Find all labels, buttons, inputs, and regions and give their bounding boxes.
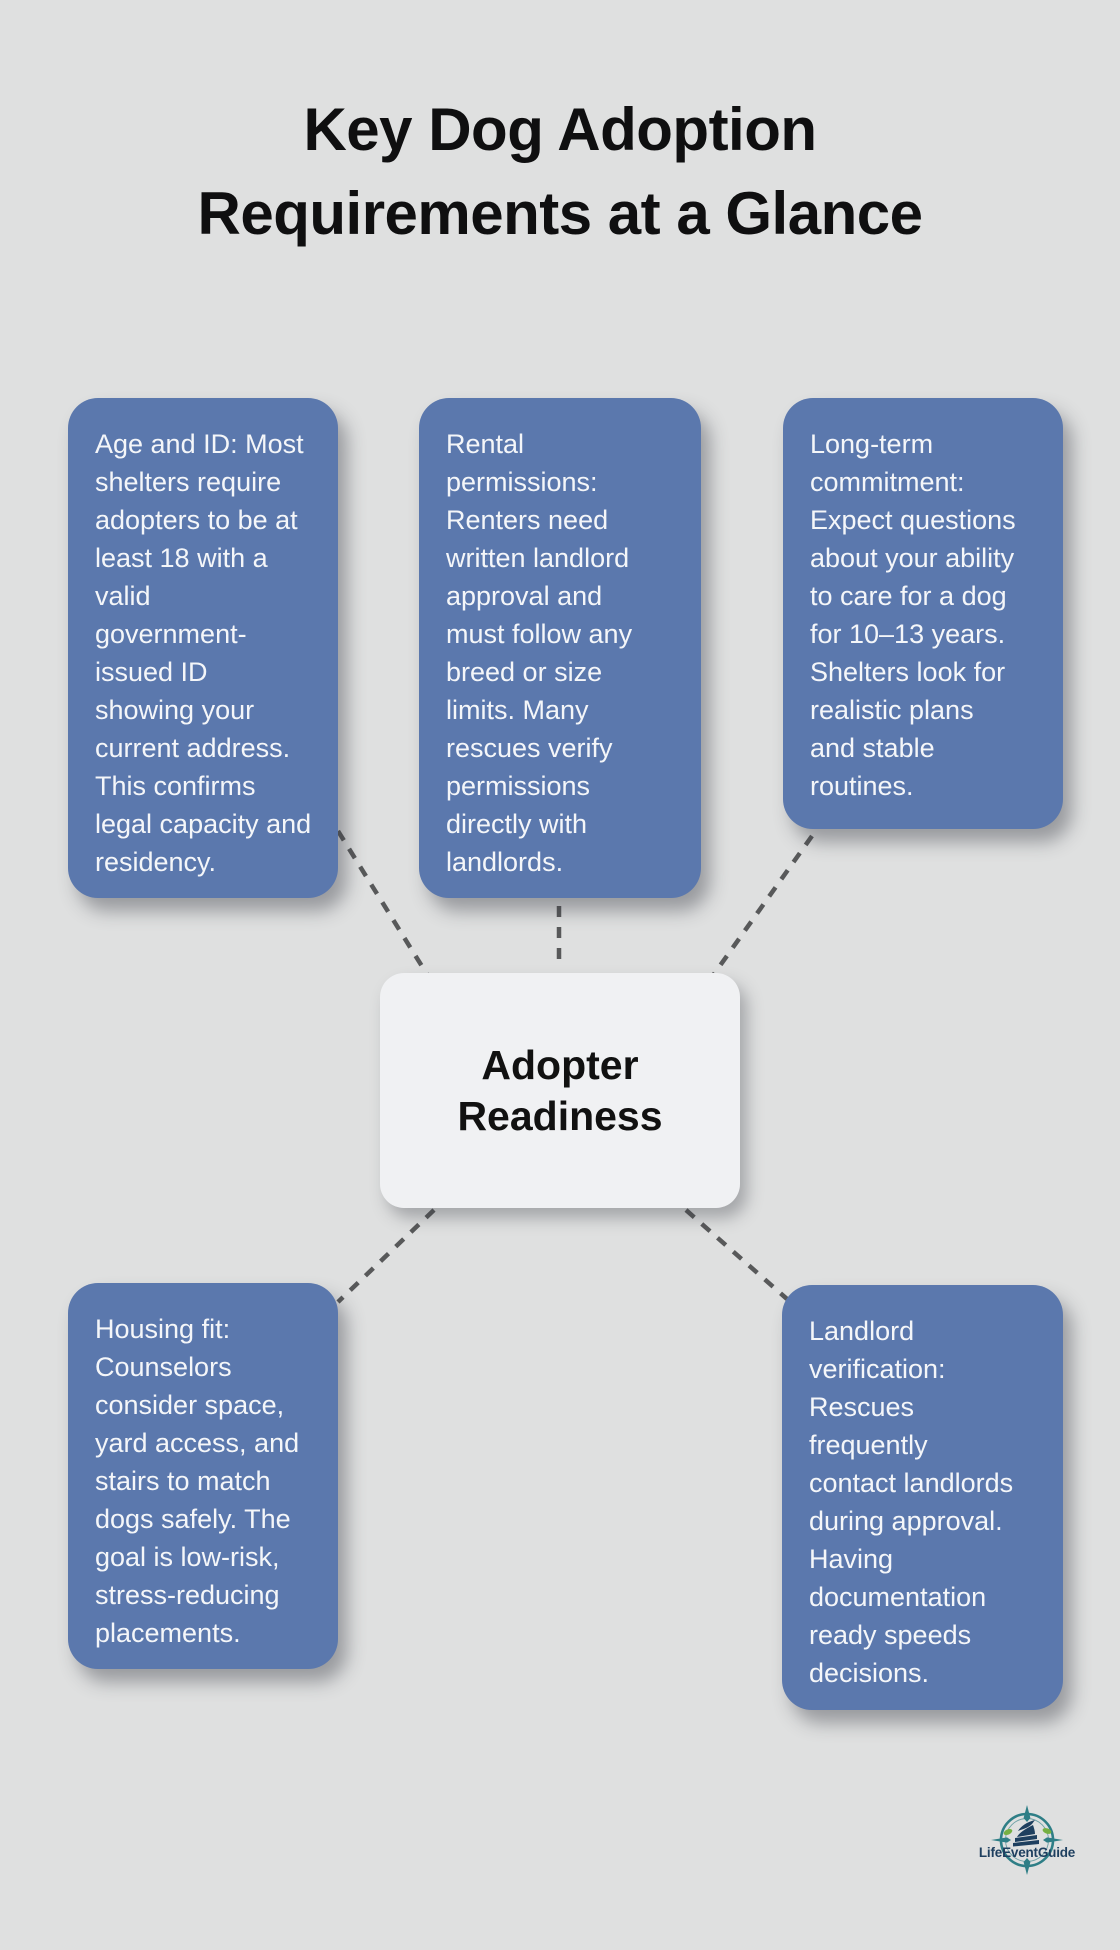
connector-top-left xyxy=(336,829,435,986)
connector-bottom-left xyxy=(336,1208,436,1304)
center-node-adopter-readiness: Adopter Readiness xyxy=(380,973,740,1208)
node-landlord-verification: Landlord verification: Rescues frequentl… xyxy=(782,1285,1063,1710)
node-rental-permissions: Rental permissions: Renters need written… xyxy=(419,398,701,898)
logo: LifeEventGuide xyxy=(979,1805,1076,1875)
node-age-and-id: Age and ID: Most shelters require adopte… xyxy=(68,398,338,898)
center-node-label: Adopter Readiness xyxy=(457,1041,663,1139)
page-title: Key Dog Adoption Requirements at a Glanc… xyxy=(197,96,923,247)
node-long-term-commitment: Long-term commitment: Expect questions a… xyxy=(783,398,1063,829)
logo-text: LifeEventGuide xyxy=(979,1845,1076,1860)
connector-bottom-right xyxy=(684,1208,789,1301)
connector-top-right xyxy=(705,834,814,986)
compass-icon xyxy=(991,1805,1063,1875)
node-housing-fit: Housing fit: Counselors consider space, … xyxy=(68,1283,338,1669)
